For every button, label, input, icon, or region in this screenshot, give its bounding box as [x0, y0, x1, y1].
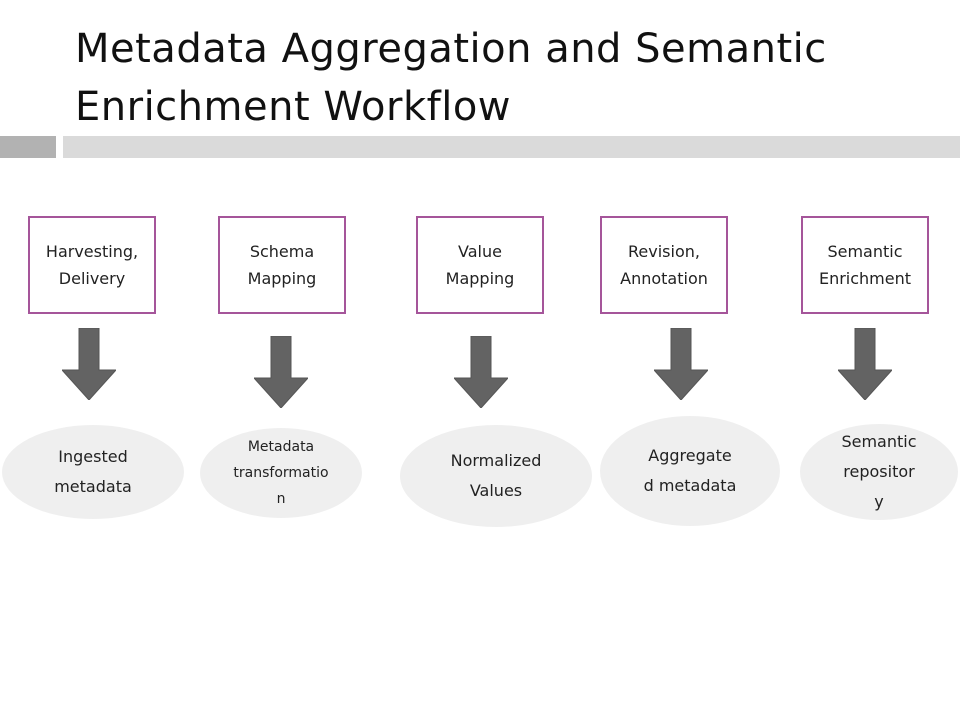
step-label: Value Mapping [445, 242, 515, 288]
output-ellipse-transformation: Metadata transformatio n [200, 428, 362, 518]
title-rule [63, 136, 960, 158]
output-label: Metadata transformatio n [233, 439, 329, 507]
output-label: Normalized Values [450, 451, 542, 500]
step-label: Revision, Annotation [620, 242, 708, 288]
step-box-harvesting: Harvesting, Delivery [28, 216, 156, 314]
down-arrow-icon [254, 336, 308, 408]
output-ellipse-aggregated: Aggregate d metadata [600, 416, 780, 526]
step-label: Semantic Enrichment [818, 242, 912, 288]
step-label: Schema Mapping [247, 242, 317, 288]
title-rule-accent [0, 136, 56, 158]
down-arrow-icon [62, 328, 116, 400]
step-box-revision: Revision, Annotation [600, 216, 728, 314]
output-label: Aggregate d metadata [643, 446, 737, 495]
output-ellipse-normalized: Normalized Values [400, 425, 592, 527]
output-label: Semantic repositor y [841, 432, 917, 511]
step-box-semantic-enrichment: Semantic Enrichment [801, 216, 929, 314]
step-label: Harvesting, Delivery [45, 242, 139, 288]
output-ellipse-semantic-repository: Semantic repositor y [800, 424, 958, 520]
down-arrow-icon [838, 328, 892, 400]
step-box-value-mapping: Value Mapping [416, 216, 544, 314]
output-label: Ingested metadata [54, 447, 132, 496]
step-box-schema-mapping: Schema Mapping [218, 216, 346, 314]
output-ellipse-ingested: Ingested metadata [2, 425, 184, 519]
down-arrow-icon [454, 336, 508, 408]
slide-title: Metadata Aggregation and Semantic Enrich… [75, 26, 827, 130]
down-arrow-icon [654, 328, 708, 400]
